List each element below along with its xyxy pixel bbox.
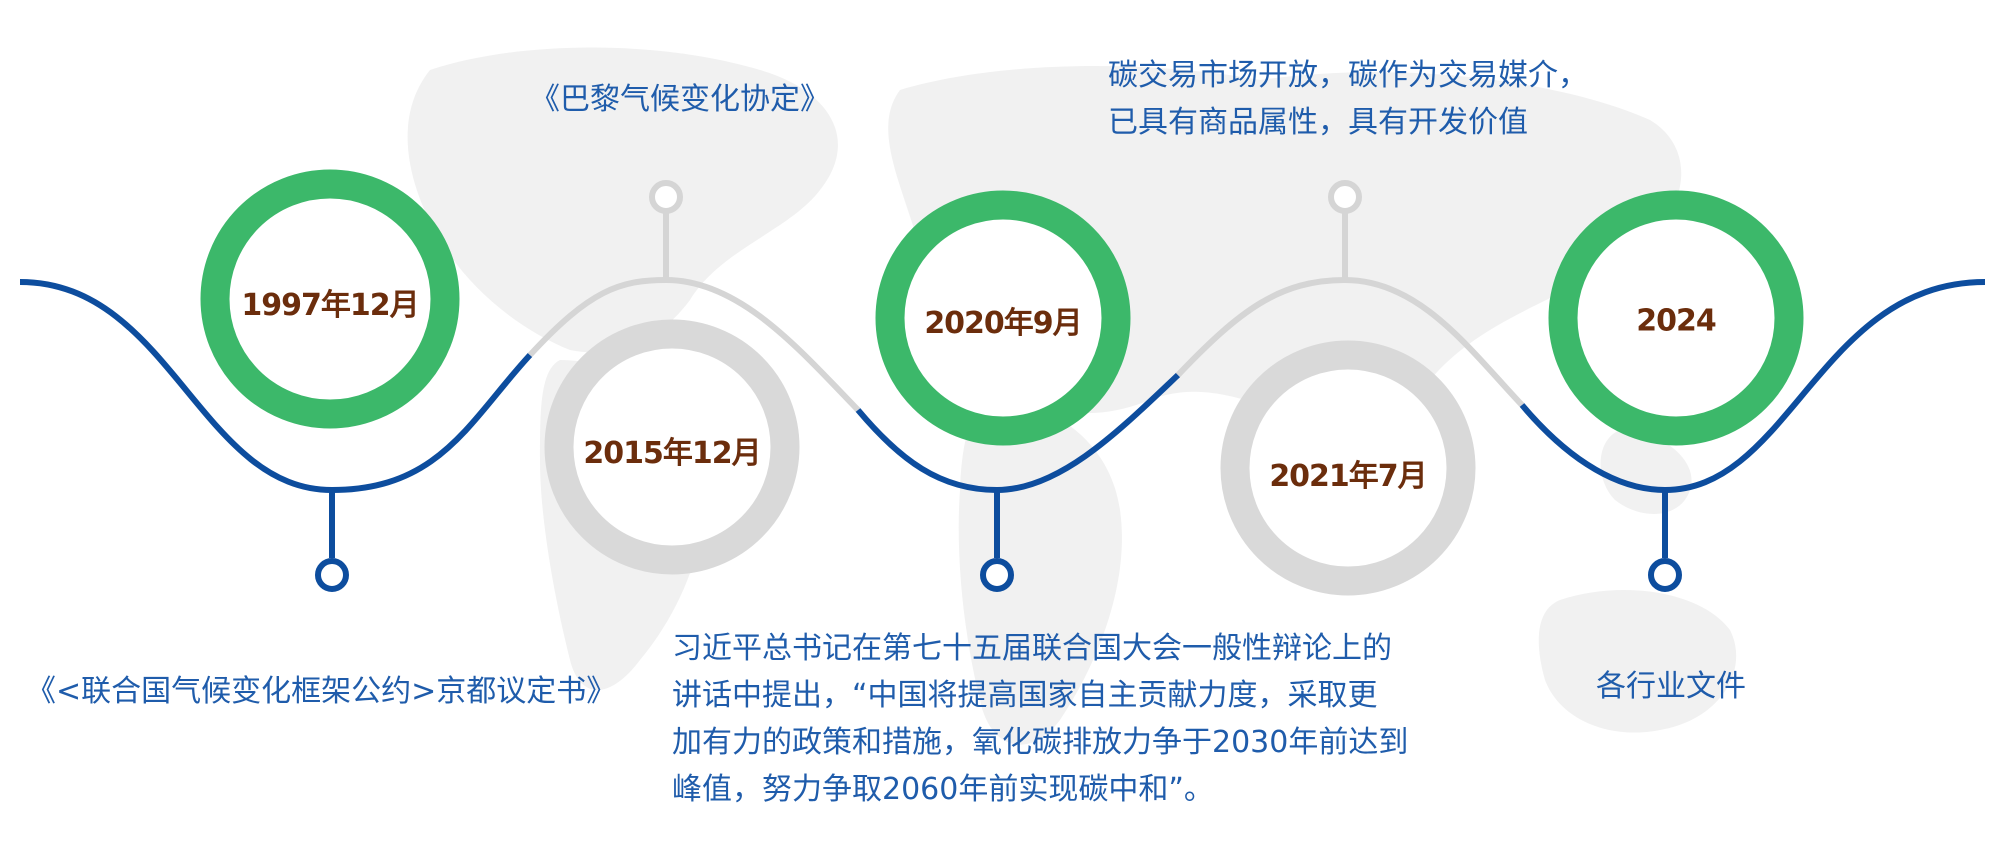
event-label-3-line-1: 习近平总书记在第七十五届联合国大会一般性辩论上的 bbox=[672, 631, 1392, 666]
event-label-1: 《<联合国气候变化框架公约>京都议定书》 bbox=[26, 674, 617, 709]
pin-5 bbox=[1648, 558, 1682, 592]
event-label-3-line-4: 峰值，努力争取2060年前实现碳中和”。 bbox=[672, 772, 1214, 807]
date-1: 1997年12月 bbox=[241, 288, 419, 323]
event-label-4-line-1: 碳交易市场开放，碳作为交易媒介， bbox=[1108, 58, 1588, 93]
event-label-4-line-2: 已具有商品属性，具有开发价值 bbox=[1108, 105, 1528, 140]
ring-5 bbox=[1548, 190, 1804, 446]
event-label-3-line-2: 讲话中提出，“中国将提高国家自主贡献力度，采取更 bbox=[672, 678, 1378, 713]
date-2: 2015年12月 bbox=[583, 436, 761, 471]
date-3: 2020年9月 bbox=[924, 306, 1082, 341]
event-label-3: 习近平总书记在第七十五届联合国大会一般性辩论上的 讲话中提出，“中国将提高国家自… bbox=[672, 625, 1408, 813]
event-label-2: 《巴黎气候变化协定》 bbox=[530, 82, 830, 117]
wave-segment-3 bbox=[855, 372, 1181, 494]
pin-4 bbox=[1328, 180, 1362, 214]
wave-segment-5 bbox=[1519, 279, 1986, 494]
pin-1 bbox=[315, 558, 349, 592]
date-4: 2021年7月 bbox=[1269, 459, 1427, 494]
ring-4 bbox=[1220, 340, 1476, 596]
ring-2 bbox=[544, 319, 800, 575]
event-label-5: 各行业文件 bbox=[1596, 669, 1746, 704]
pin-3 bbox=[980, 558, 1014, 592]
wave-segment-1 bbox=[19, 279, 533, 494]
event-label-4: 碳交易市场开放，碳作为交易媒介， 已具有商品属性，具有开发价值 bbox=[1108, 52, 1588, 146]
pin-2 bbox=[649, 180, 683, 214]
ring-1 bbox=[200, 169, 460, 429]
wave-segment-2 bbox=[527, 276, 861, 413]
date-5: 2024 bbox=[1636, 303, 1716, 339]
ring-3 bbox=[875, 190, 1131, 446]
event-label-3-line-3: 加有力的政策和措施，氧化碳排放力争于2030年前达到 bbox=[672, 725, 1409, 760]
wave-segment-4 bbox=[1175, 276, 1525, 408]
